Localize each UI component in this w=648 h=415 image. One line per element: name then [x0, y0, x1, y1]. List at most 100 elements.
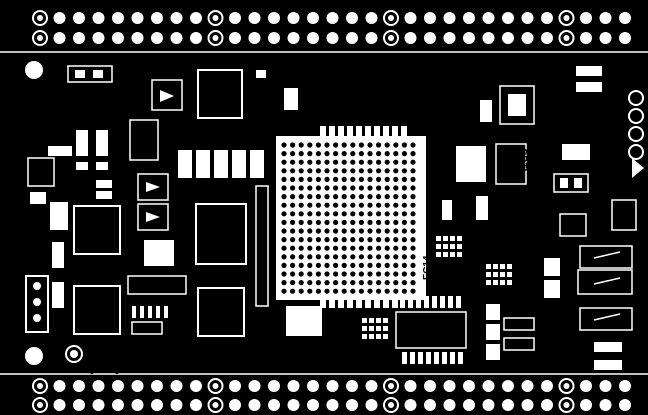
rm2-label: RM2 — [606, 190, 628, 201]
header-pin — [32, 30, 48, 46]
fc6-label: FC6 — [392, 99, 411, 110]
r1-label: R1 — [472, 305, 483, 318]
u8-label: U8 — [48, 230, 61, 241]
header-pin — [383, 378, 399, 394]
header-pin — [53, 380, 66, 392]
header-pin — [424, 12, 436, 24]
header-pin — [190, 12, 202, 24]
header-pin — [383, 397, 399, 413]
tp5-label: TP5 — [600, 112, 619, 123]
header-pin — [346, 12, 358, 24]
pow-label: [POW] — [538, 360, 569, 371]
header-pin — [326, 380, 339, 392]
header-pin — [92, 32, 105, 44]
header-pin — [131, 12, 144, 24]
r11-label: R11 — [200, 180, 218, 191]
fc18-label: FC18 — [362, 307, 387, 318]
tp1-label: TP1 — [600, 128, 619, 139]
header-pin — [73, 399, 85, 411]
header-pin — [443, 380, 456, 392]
header-pin — [151, 380, 163, 392]
fc43-label: FC43 — [526, 200, 551, 211]
header-pin — [53, 12, 66, 24]
r13-label: R13 — [36, 249, 47, 268]
r15-label: R15 — [136, 340, 155, 351]
header-pin — [482, 32, 495, 44]
fc31-label: FC31 — [432, 193, 443, 218]
header-pin — [207, 397, 224, 413]
r7-label: R7 — [556, 82, 569, 93]
bottom-pin-header — [32, 378, 631, 413]
header-pin — [268, 32, 280, 44]
u7-label: U7 — [528, 188, 541, 199]
tp63-pad — [65, 345, 83, 363]
header-pin — [463, 380, 475, 392]
gnd-label: [GND] — [90, 364, 119, 375]
header-pin — [131, 32, 144, 44]
header-pin — [248, 32, 261, 44]
r17r16-label: R17R16 — [70, 117, 107, 128]
header-pin — [170, 399, 183, 411]
sw1-button[interactable] — [579, 245, 633, 269]
header-pin — [443, 12, 456, 24]
header-pin — [190, 380, 202, 392]
u9-label: U9 — [8, 157, 19, 170]
header-pin — [287, 380, 300, 392]
fc-side-label: FC3 — [433, 172, 444, 191]
tp63-label: TP63 — [90, 354, 114, 365]
c12-label: C12 — [194, 342, 213, 353]
dip-pin1: 1 — [394, 354, 400, 365]
header-pin — [502, 32, 514, 44]
r10-label: R10 — [180, 180, 199, 191]
jr1-label: JR1 — [72, 190, 91, 201]
rm1-label: RM1 — [528, 214, 539, 236]
header-pin — [287, 399, 300, 411]
c13-label: C13 — [108, 254, 127, 265]
header-pin — [541, 380, 553, 392]
header-pin — [443, 32, 456, 44]
header-pin — [307, 380, 319, 392]
fc14-label: FC14 — [422, 255, 433, 280]
sw1-label: SW1 — [560, 242, 582, 253]
header-pin — [580, 32, 592, 44]
cna-label: CNA — [248, 354, 274, 368]
rm4-label: RM4 — [566, 130, 588, 141]
header-pin — [346, 32, 358, 44]
header-pin — [326, 399, 339, 411]
header-pin — [365, 380, 378, 392]
header-pin — [443, 399, 456, 411]
header-pin — [599, 12, 612, 24]
fpga-bga-balls — [281, 142, 416, 294]
header-pin — [463, 12, 475, 24]
sw2-button[interactable] — [579, 307, 633, 331]
header-pin — [73, 380, 85, 392]
dip-switch[interactable] — [395, 311, 467, 349]
tp61-label: TP61 — [612, 72, 636, 83]
header-pin — [463, 399, 475, 411]
r18-label: R18 — [464, 199, 475, 218]
fc3-plus: + — [482, 132, 488, 143]
header-pin — [521, 12, 534, 24]
header-pin — [151, 12, 163, 24]
fc39-label: FC39 — [246, 317, 271, 328]
l4-label: L4 — [532, 260, 543, 272]
fc2-label: FC2 — [320, 112, 339, 123]
header-pin — [307, 12, 319, 24]
jp1-label: JP1 — [80, 54, 98, 65]
fc10-label: FC10 — [246, 306, 271, 317]
header-pin — [92, 12, 105, 24]
header-pin — [170, 32, 183, 44]
header-pin — [521, 399, 534, 411]
header-pin — [521, 32, 534, 44]
header-pin — [248, 12, 261, 24]
c11-label: C11 — [200, 56, 218, 67]
header-pin — [502, 399, 514, 411]
c1-plus: + — [284, 340, 290, 351]
r9-label: R9 — [228, 137, 241, 148]
rm5-label: RM5 — [490, 252, 512, 263]
rm6-label: RM6 — [362, 350, 384, 361]
cbtl-label: CBTL — [517, 148, 528, 175]
bottom-pin2-mark: 2 — [18, 384, 23, 394]
header-pin — [580, 380, 592, 392]
